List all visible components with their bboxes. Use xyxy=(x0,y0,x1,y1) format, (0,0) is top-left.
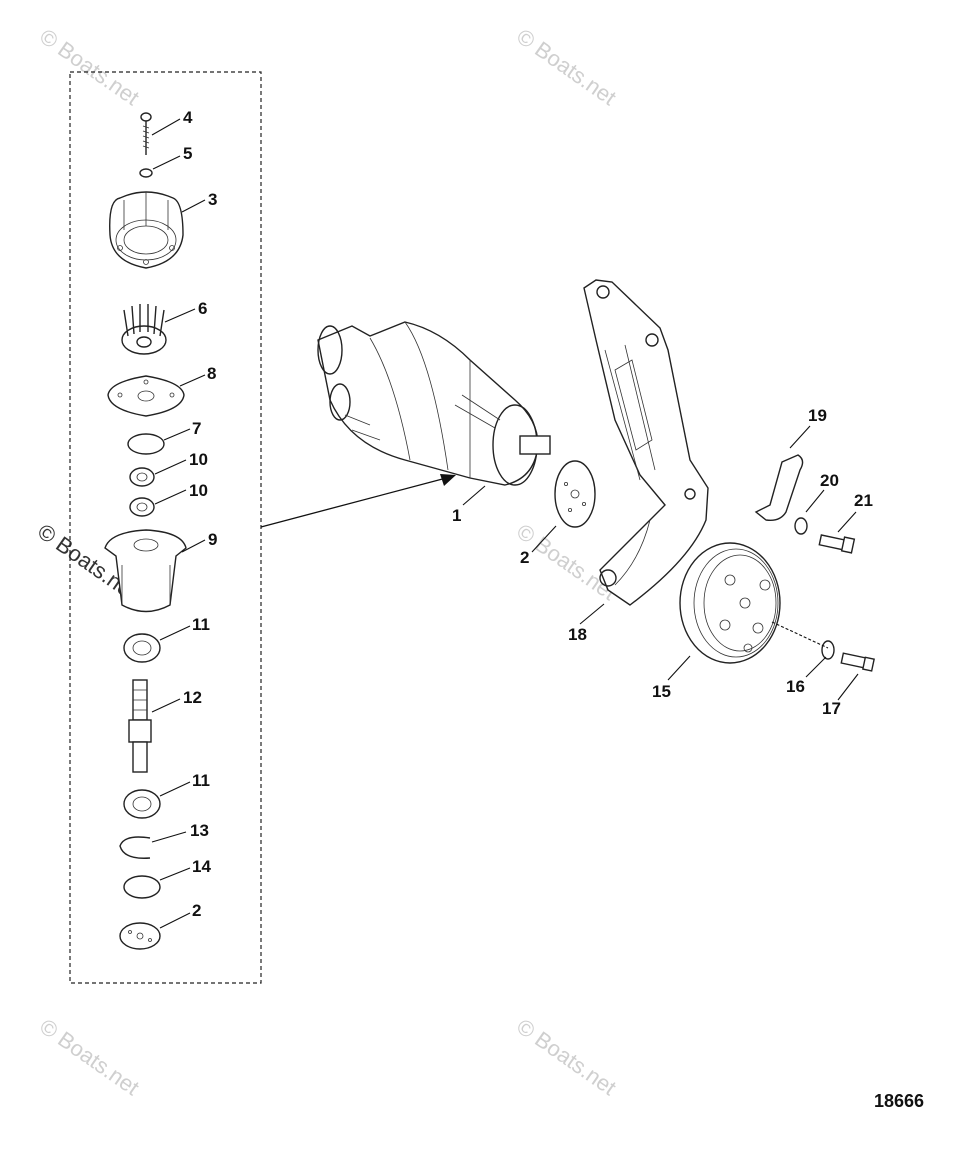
callout-18: 18 xyxy=(568,625,587,644)
washer-part-20 xyxy=(794,517,808,535)
callout-12: 12 xyxy=(183,688,202,707)
strap-part-19 xyxy=(754,454,804,522)
callout-15: 15 xyxy=(652,682,671,701)
callout-2-kit: 2 xyxy=(192,901,201,920)
callout-7: 7 xyxy=(192,419,201,438)
pulley-part-15 xyxy=(679,542,781,664)
callout-10-b: 10 xyxy=(189,481,208,500)
washer-part-16 xyxy=(821,640,835,660)
callout-21: 21 xyxy=(854,491,873,510)
impeller-part-6 xyxy=(121,304,167,355)
wear-plate-part-8 xyxy=(107,375,185,417)
callout-19: 19 xyxy=(808,406,827,425)
mounting-bracket-part-18 xyxy=(583,279,709,606)
pump-housing-part-3 xyxy=(109,191,184,269)
callout-6: 6 xyxy=(198,299,207,318)
coupler-part-2-kit xyxy=(119,922,161,950)
seal-part-10-b xyxy=(129,497,155,517)
screw-part-4 xyxy=(140,112,152,155)
seal-part-10-a xyxy=(129,467,155,487)
callout-17: 17 xyxy=(822,699,841,718)
watermark-bottom-center: © Boats.net xyxy=(512,1014,621,1101)
callout-1: 1 xyxy=(452,506,461,525)
callout-10-a: 10 xyxy=(189,450,208,469)
callout-2-main: 2 xyxy=(520,548,529,567)
bearing-part-11-a xyxy=(123,633,161,663)
washer-part-5 xyxy=(139,168,153,178)
kit-box xyxy=(69,71,262,984)
o-ring-part-7 xyxy=(127,433,165,455)
callout-8: 8 xyxy=(207,364,216,383)
callout-14: 14 xyxy=(192,857,211,876)
bolt-part-21 xyxy=(818,534,856,554)
callout-20: 20 xyxy=(820,471,839,490)
callout-5: 5 xyxy=(183,144,192,163)
watermark-top-left: © Boats.net xyxy=(35,24,144,111)
snap-ring-part-13 xyxy=(119,836,151,859)
callout-3: 3 xyxy=(208,190,217,209)
callout-11-b: 11 xyxy=(192,771,210,790)
callout-13: 13 xyxy=(190,821,209,840)
bolt-part-17 xyxy=(840,652,875,672)
callout-16: 16 xyxy=(786,677,805,696)
callout-11-a: 11 xyxy=(192,615,210,634)
coupler-part-2-main xyxy=(554,460,596,528)
leader-lines xyxy=(151,118,859,929)
callouts: 4 5 3 6 8 7 10 10 9 11 12 11 13 14 2 1 2… xyxy=(183,108,873,920)
kit-pointer-arrow xyxy=(440,474,456,486)
spacer-part-14 xyxy=(123,875,161,899)
kit-pointer-line xyxy=(260,476,451,528)
watermark-top-center: © Boats.net xyxy=(512,24,621,111)
callout-4: 4 xyxy=(183,108,193,127)
sea-water-pump-part-1 xyxy=(317,321,551,486)
watermark-bottom-left: © Boats.net xyxy=(35,1014,144,1101)
bolt-axis-line xyxy=(771,621,829,649)
drawing-number: 18666 xyxy=(874,1091,924,1111)
callout-9: 9 xyxy=(208,530,217,549)
bearing-part-11-b xyxy=(123,789,161,819)
shaft-part-12 xyxy=(128,679,152,773)
bearing-housing-part-9 xyxy=(104,529,187,613)
